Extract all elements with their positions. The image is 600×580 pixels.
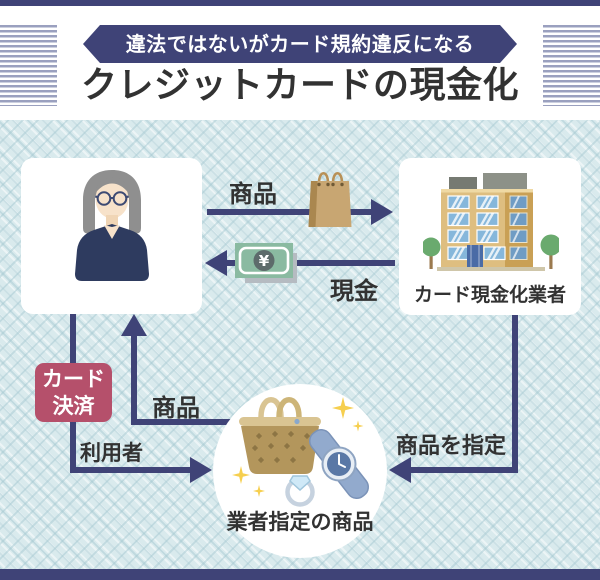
stripes-left-decoration xyxy=(0,25,57,106)
tagline-ribbon: 違法ではないがカード規約違反になる xyxy=(83,25,517,63)
luxury-goods-icon xyxy=(232,397,370,507)
goods-circle: 業者指定の商品 xyxy=(213,384,387,558)
yen-symbol: ¥ xyxy=(259,252,270,270)
designate-arrow-head xyxy=(389,457,411,483)
designate-line-vertical xyxy=(512,315,518,471)
cash-arrow-label: 現金 xyxy=(330,277,378,305)
user-card: 利用者 xyxy=(21,158,202,465)
goods-return-line-vertical xyxy=(131,332,137,425)
vendor-label: カード現金化業者 xyxy=(413,284,566,306)
goods-arrow-label: 商品 xyxy=(229,180,277,208)
designate-label: 商品を指定 xyxy=(396,434,507,459)
top-border xyxy=(0,0,600,6)
designate-line-horizontal xyxy=(408,467,518,473)
stripes-right-decoration xyxy=(543,25,600,106)
person-icon xyxy=(75,170,149,281)
yen-banknote-icon: ¥ xyxy=(235,243,297,283)
card-payment-badge-label: カード決済 xyxy=(42,366,105,418)
tagline-text: 違法ではないがカード規約違反になる xyxy=(125,32,475,56)
tree-icon xyxy=(423,234,559,269)
handbag-icon xyxy=(239,397,321,474)
user-label: 利用者 xyxy=(80,441,143,465)
card-payment-arrow-head xyxy=(190,457,212,483)
card-payment-line-horizontal xyxy=(70,467,192,473)
vendor-card: カード現金化業者 xyxy=(399,158,581,315)
page-title: クレジットカードの現金化 xyxy=(80,65,519,106)
glasses-icon xyxy=(95,191,129,206)
goods-return-label: 商品 xyxy=(152,394,200,422)
building-icon xyxy=(423,173,559,271)
bottom-border xyxy=(0,569,600,580)
ring-icon xyxy=(285,475,315,507)
goods-return-line-horizontal xyxy=(131,419,233,425)
card-payment-badge: カード決済 xyxy=(35,363,112,422)
cash-arrow-head xyxy=(205,250,227,276)
goods-arrow-line xyxy=(207,209,374,215)
watch-icon xyxy=(308,428,370,500)
goods-return-arrow-head xyxy=(121,314,147,336)
goods-circle-label: 業者指定の商品 xyxy=(226,510,374,534)
cash-arrow-line xyxy=(222,260,395,266)
goods-arrow-head xyxy=(371,199,393,225)
sparkle-icon xyxy=(232,397,364,497)
shopping-bag-icon xyxy=(308,171,352,227)
